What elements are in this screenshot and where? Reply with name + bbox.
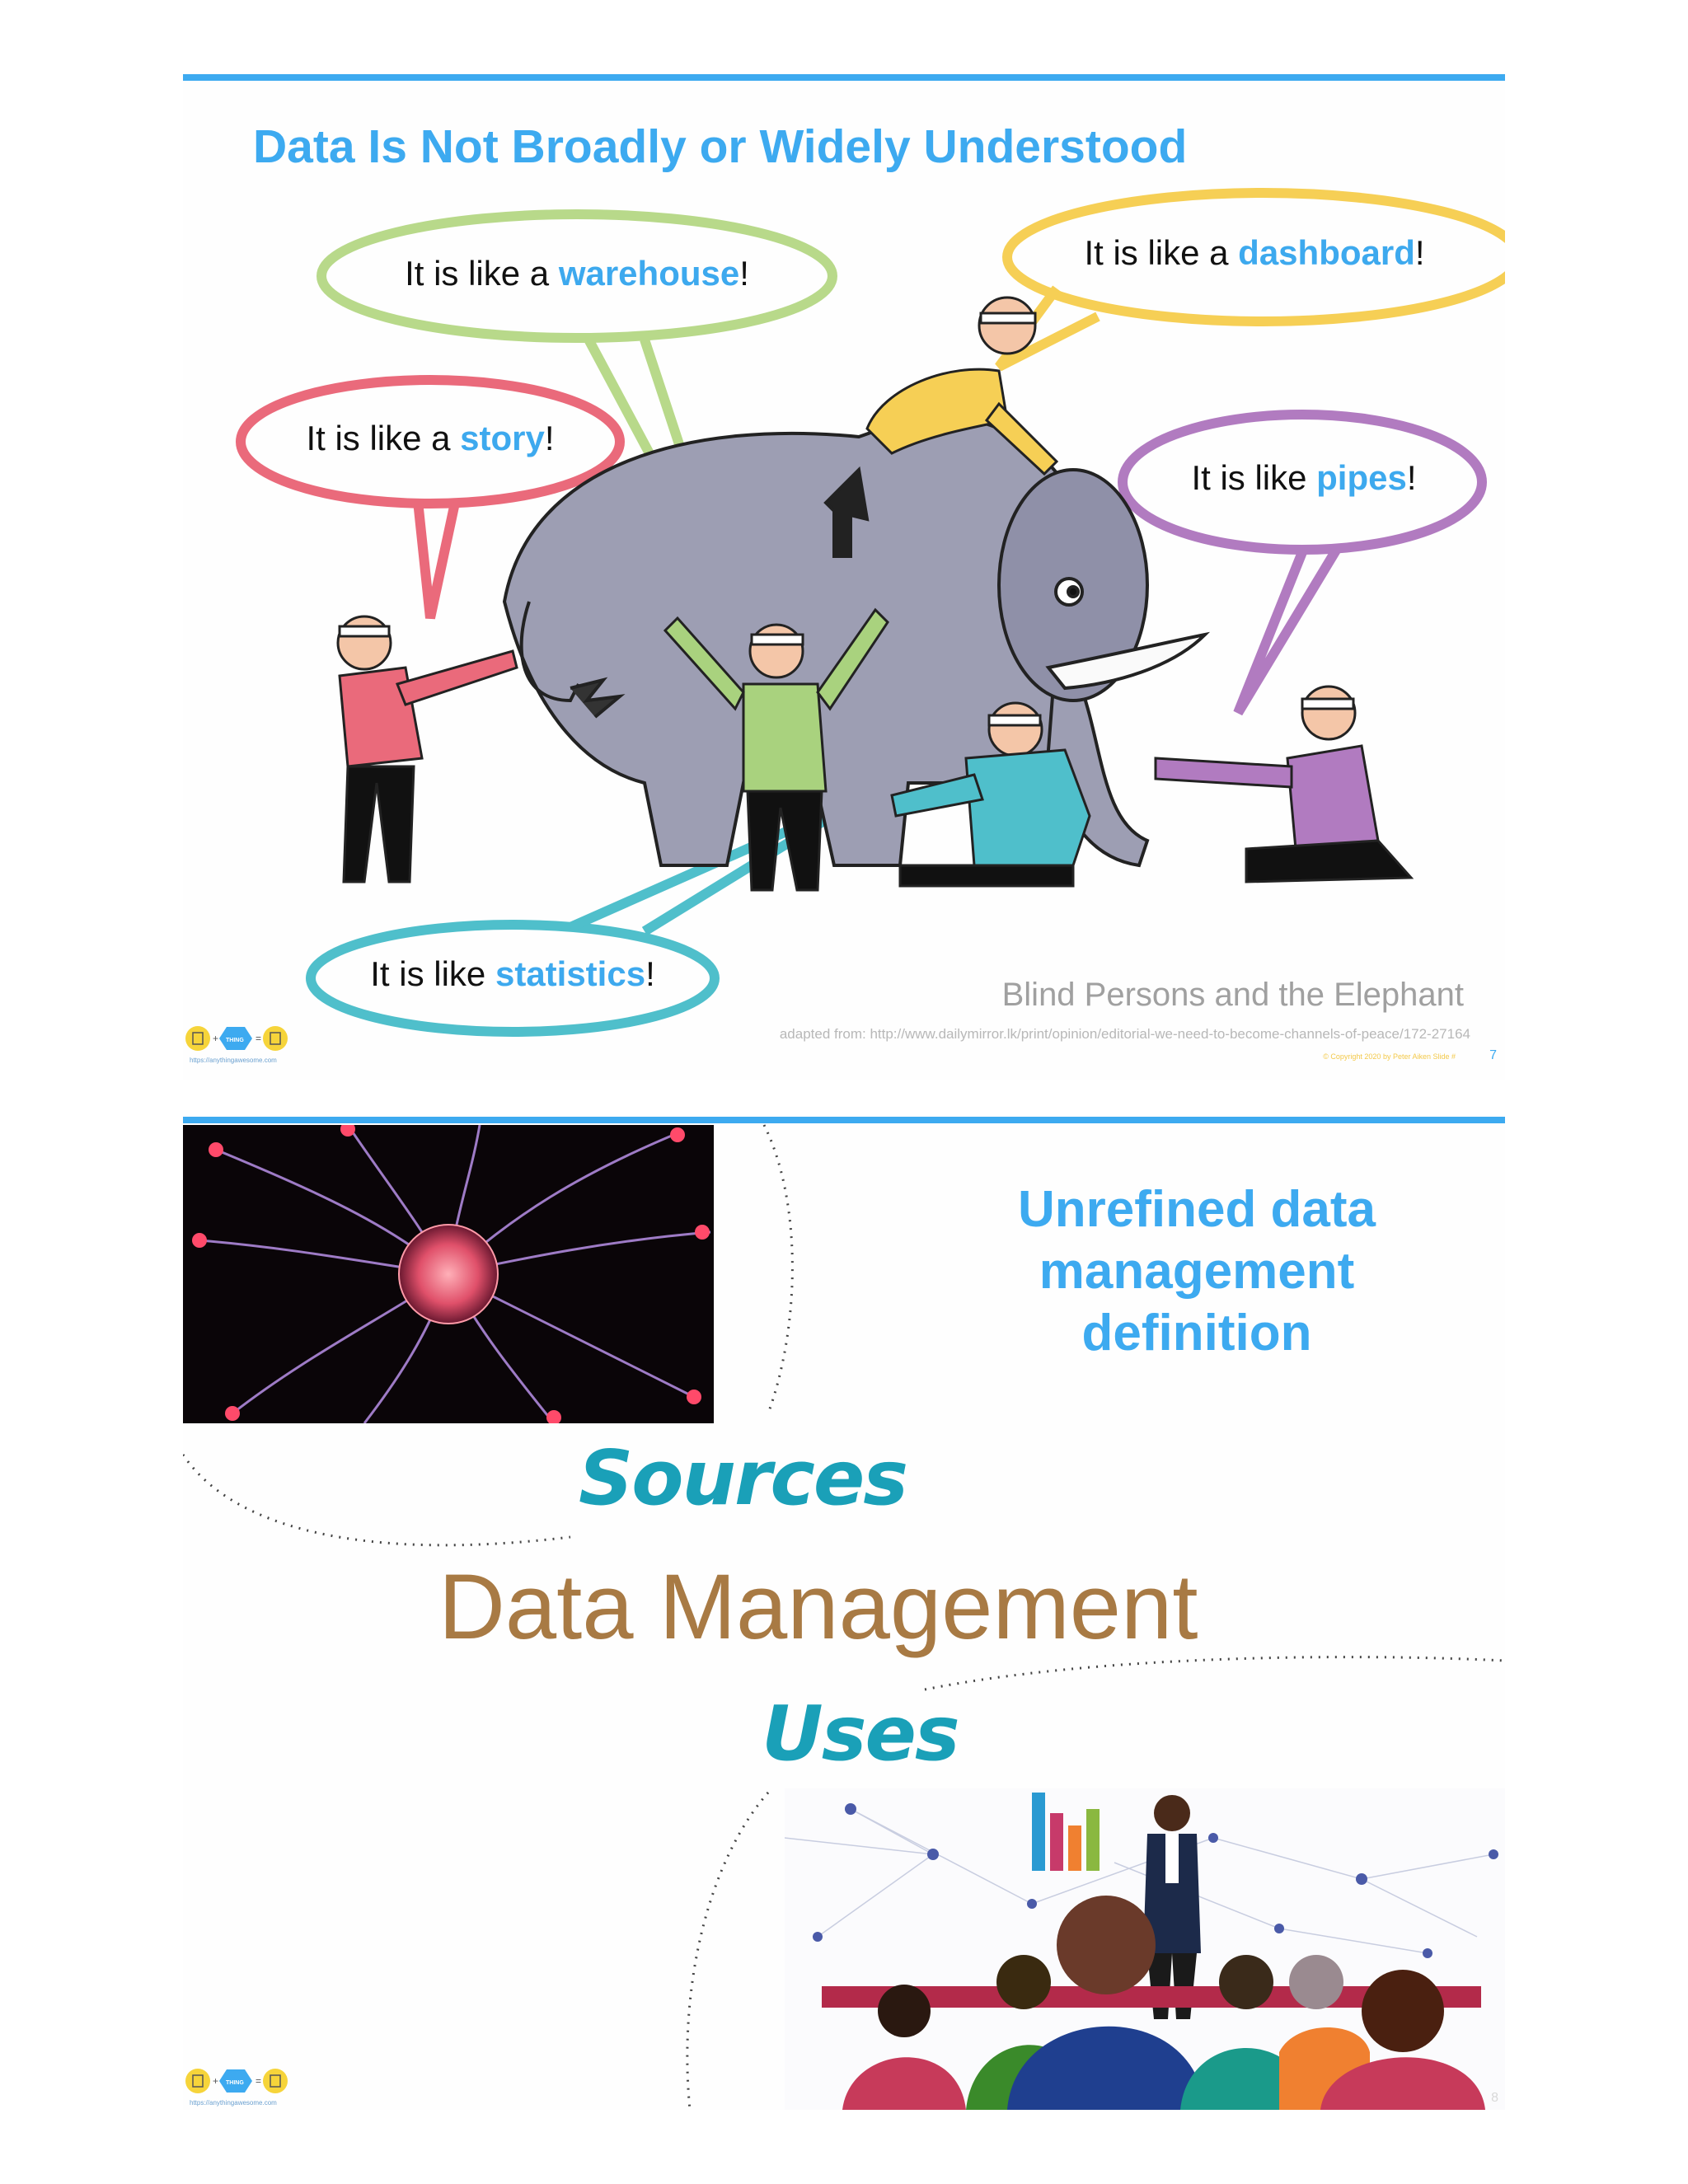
data-management-label: Data Management [438,1555,1198,1658]
logo-url: https://anythingawesome.com [190,1057,277,1064]
svg-text:+: + [213,1033,218,1044]
copyright-text: © Copyright 2020 by Peter Aiken Slide # [1323,1052,1456,1061]
bubble-pipes: It is like pipes! [1191,458,1417,497]
slide-dm-definition: Unrefined data management definition Sou… [183,1117,1505,2110]
svg-text:=: = [256,2075,261,2087]
anything-awesome-logo: + THING = [185,2069,288,2093]
slide-title: Unrefined data management definition [1017,1181,1376,1361]
dotted-arcs [183,1124,1505,2110]
slide-data-not-understood: Data Is Not Broadly or Widely Understood [183,74,1505,1080]
sources-label: Sources [579,1434,908,1522]
anything-awesome-logo: + THING = [185,1026,288,1051]
slide-title: Data Is Not Broadly or Widely Understood [253,120,1188,173]
slide-number: 7 [1489,1048,1497,1062]
plasma-ball-image [183,1125,714,1423]
svg-text:+: + [213,2075,218,2087]
logo-url: https://anythingawesome.com [190,2099,277,2107]
image-credit: adapted from: http://www.dailymirror.lk/… [779,1026,1470,1042]
slide-top-bar [183,74,1505,81]
bubble-statistics: It is like statistics! [370,954,655,993]
bubble-story: It is like a story! [306,419,555,457]
slide-top-bar [183,1117,1505,1123]
svg-text:THING: THING [226,2080,244,2086]
svg-text:=: = [256,1033,261,1044]
image-caption: Blind Persons and the Elephant [1001,977,1464,1013]
slide-number: 8 [1491,2091,1498,2105]
svg-text:THING: THING [226,1038,244,1043]
presentation-audience-illustration [785,1788,1505,2110]
blind-persons-elephant-illustration [236,188,1505,1037]
bubble-warehouse: It is like a warehouse! [405,254,749,293]
bubble-dashboard: It is like a dashboard! [1084,233,1425,272]
uses-label: Uses [762,1690,960,1778]
